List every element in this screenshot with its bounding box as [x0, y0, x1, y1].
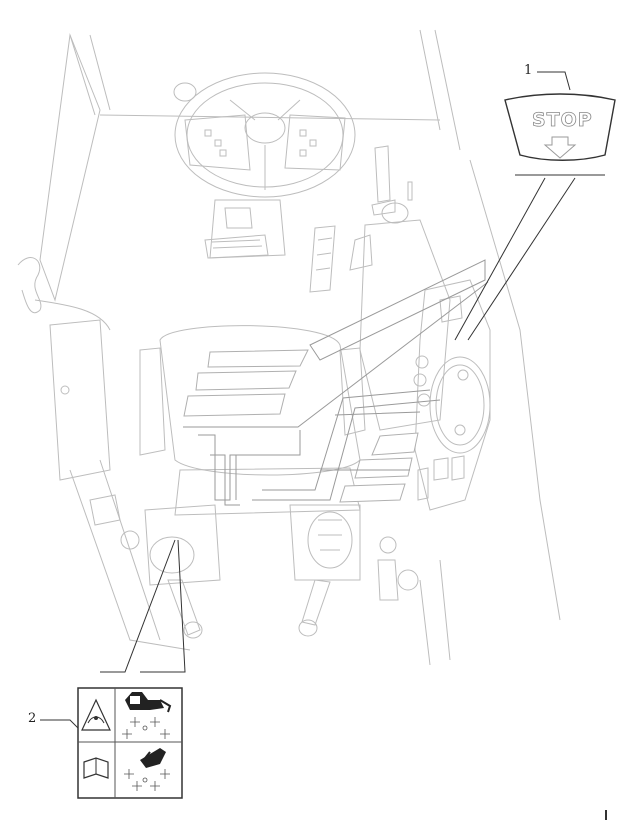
pedal-left [204, 234, 269, 259]
dash-right [284, 114, 346, 171]
right-joystick [301, 579, 331, 626]
cab-frame-right-pillar [419, 29, 461, 151]
gauge-cluster [429, 356, 491, 454]
cab-floor-left [69, 459, 191, 651]
left-panel [49, 319, 111, 481]
steering-wheel [174, 72, 356, 198]
manual-book-icon [83, 757, 109, 779]
decal-panel-a [207, 349, 309, 368]
operator-hazard-icon [81, 698, 111, 731]
decal-panel-b [195, 370, 297, 391]
stop-decal [504, 93, 616, 161]
left-joystick-base [144, 504, 221, 586]
right-lever [374, 145, 391, 203]
callout-number-2: 2 [28, 711, 37, 726]
decal-leader-a [100, 539, 176, 673]
control-pattern-icon [122, 717, 170, 791]
dash-left [184, 114, 251, 171]
steering-column [209, 199, 286, 259]
cab-roof-line [99, 114, 441, 121]
loader-icon [140, 748, 166, 768]
decal-leader-b [140, 539, 186, 673]
decal-panel-c [183, 393, 286, 417]
decal-panel-e [354, 457, 413, 479]
stop-decal-text: STOP [532, 109, 593, 132]
excavator-icon [125, 692, 172, 713]
stop-leader-b [454, 177, 546, 341]
callout-2-leader [40, 719, 81, 731]
left-armrest [34, 299, 111, 331]
callout-number-1: 1 [524, 63, 533, 78]
right-joystick-base [289, 504, 361, 581]
left-joystick [167, 579, 201, 636]
leader-step-1 [309, 259, 486, 361]
cab-floor-right [419, 559, 451, 666]
pedal-right [309, 225, 336, 293]
decal-panel-f [339, 483, 406, 503]
instrument-panel [414, 279, 491, 511]
stop-arrow-icon [543, 136, 577, 159]
decal-panel-d [371, 432, 419, 456]
cab-frame-left-pillar [69, 34, 111, 116]
cab-frame-left [39, 33, 101, 302]
decal-sheet [77, 687, 183, 799]
callout-1-leader [537, 71, 571, 91]
left-cable-coil [17, 257, 42, 313]
cab-frame-right [469, 159, 561, 621]
stop-leader-c [467, 177, 576, 341]
